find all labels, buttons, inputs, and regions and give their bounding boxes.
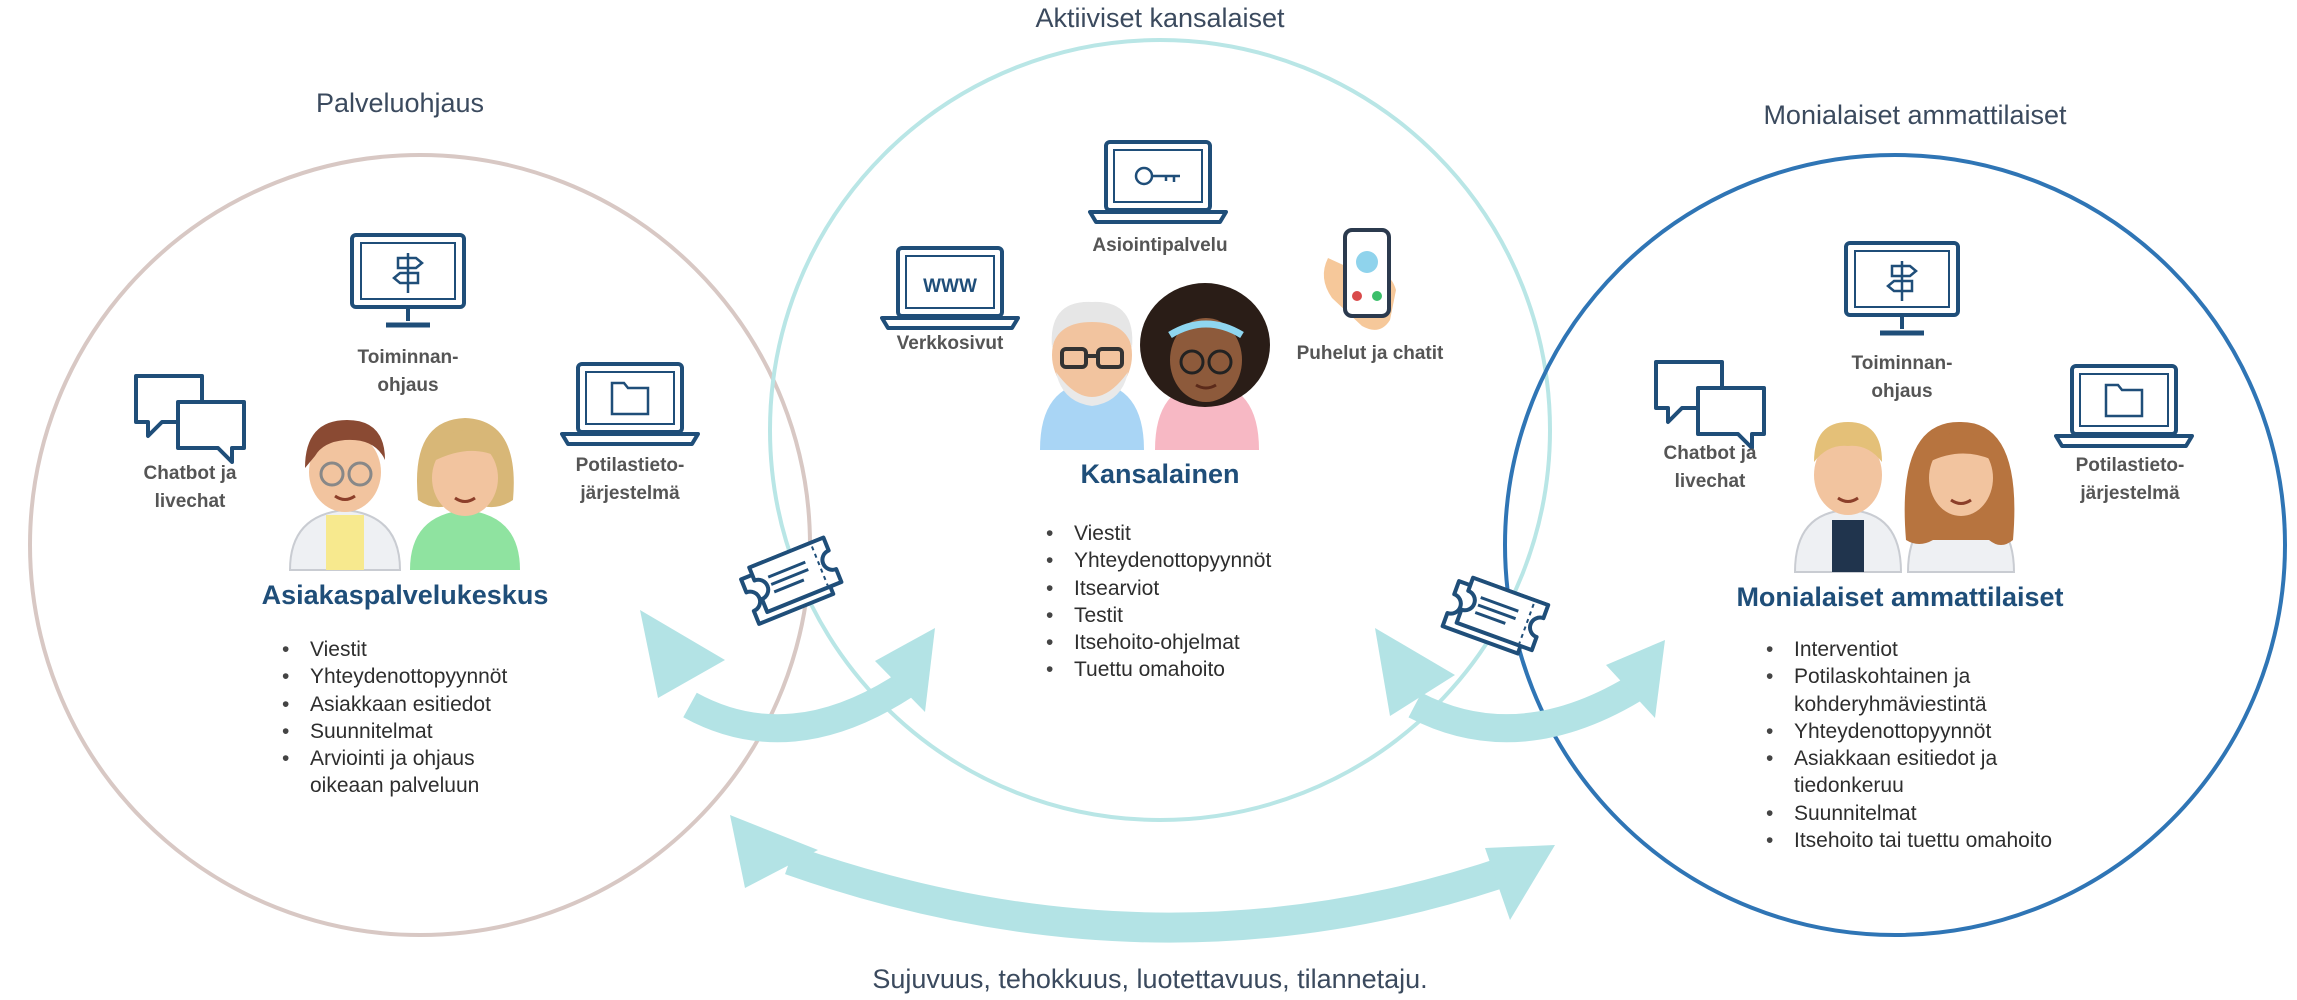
ticket-icon-right — [1440, 571, 1551, 660]
key-laptop-icon — [1088, 140, 1228, 224]
chat-bubbles-icon — [134, 374, 246, 464]
list-item: Potilaskohtainen ja — [1766, 663, 2194, 691]
circle-title-aktiiviset-kansalaiset: Aktiiviset kansalaiset — [1035, 3, 1285, 33]
arrow-left-center — [640, 610, 935, 743]
list-item-continued: kohderyhmäviestintä — [1794, 692, 1987, 716]
label-chatbot-livechat: Chatbot ja livechat — [1663, 443, 1757, 492]
folder-laptop-icon — [2054, 364, 2194, 448]
avatar-older-man — [1040, 301, 1144, 450]
list-item: Arviointi ja ohjaus — [282, 745, 630, 773]
label-toiminnanohjaus: Toiminnan- ohjaus — [1851, 353, 1953, 402]
circle-title-monialaiset-ammattilaiset: Monialaiset ammattilaiset — [1763, 100, 2067, 130]
list-item-continued: oikeaan palveluun — [310, 774, 480, 798]
avatar-woman-glasses — [288, 420, 402, 571]
folder-laptop-icon — [560, 362, 700, 446]
list-item: Yhteydenottopyynnöt — [1046, 547, 1394, 575]
list-item: Testit — [1046, 602, 1394, 630]
list-item-continued: tiedonkeruu — [1794, 774, 1904, 798]
www-screen-text: WWW — [923, 276, 977, 297]
list-item: Asiakkaan esitiedot ja — [1766, 745, 2194, 773]
avatar-man-doctor — [1793, 422, 1903, 573]
circle-aktiiviset-kansalaiset — [768, 38, 1552, 822]
list-item: Suunnitelmat — [282, 718, 630, 746]
signpost-monitor-icon — [352, 235, 464, 325]
list-item: Itsehoito tai tuettu omahoito — [1766, 827, 2194, 855]
list-item: Itsehoito-ohjelmat — [1046, 629, 1394, 657]
circle-title-palveluohjaus: Palveluohjaus — [315, 88, 485, 118]
ticket-icon-left — [736, 535, 847, 626]
list-item: Viestit — [1046, 520, 1394, 548]
label-chatbot-livechat: Chatbot ja livechat — [143, 463, 237, 512]
arrow-center-right — [1375, 628, 1665, 743]
avatar-woman-curly — [1904, 421, 2016, 573]
smartphone-icon — [1323, 228, 1396, 330]
circle-monialaiset-ammattilaiset — [1503, 153, 2287, 937]
label-potilastietojarjestelma: Potilastieto- järjestelmä — [2075, 455, 2185, 504]
list-item: Suunnitelmat — [1766, 800, 2194, 828]
list-asiakaspalvelukeskus: Viestit Yhteydenottopyynnöt Asiakkaan es… — [272, 636, 630, 800]
label-verkkosivut: Verkkosivut — [896, 333, 1004, 354]
list-item: Yhteydenottopyynnöt — [282, 663, 630, 691]
list-monialaiset-ammattilaiset: Interventiot Potilaskohtainen ja kohdery… — [1756, 636, 2194, 855]
www-laptop-icon: WWW — [880, 246, 1020, 330]
label-asiointipalvelu: Asiointipalvelu — [1092, 235, 1228, 256]
list-kansalainen: Viestit Yhteydenottopyynnöt Itsearviot T… — [1036, 520, 1394, 684]
list-item: Yhteydenottopyynnöt — [1766, 718, 2194, 746]
avatar-young-woman — [1140, 283, 1270, 450]
label-puhelut-ja-chatit: Puhelut ja chatit — [1296, 343, 1444, 364]
list-item: Itsearviot — [1046, 575, 1394, 603]
label-toiminnanohjaus: Toiminnan- ohjaus — [357, 347, 459, 396]
chat-bubbles-icon — [1654, 360, 1766, 450]
arrow-bottom-left-right — [730, 815, 1555, 943]
avatar-woman-blonde — [410, 418, 520, 570]
hub-title-asiakaspalvelukeskus: Asiakaspalvelukeskus — [261, 580, 549, 610]
list-item: Interventiot — [1766, 636, 2194, 664]
hub-title-monialaiset-ammattilaiset: Monialaiset ammattilaiset — [1736, 582, 2064, 612]
list-item: Tuettu omahoito — [1046, 656, 1394, 684]
signpost-monitor-icon — [1846, 243, 1958, 333]
footer-text: Sujuvuus, tehokkuus, luotettavuus, tilan… — [872, 964, 1428, 994]
list-item: Viestit — [282, 636, 630, 664]
hub-title-kansalainen: Kansalainen — [1080, 459, 1240, 489]
list-item: Asiakkaan esitiedot — [282, 691, 630, 719]
label-potilastietojarjestelma: Potilastieto- järjestelmä — [575, 455, 685, 504]
